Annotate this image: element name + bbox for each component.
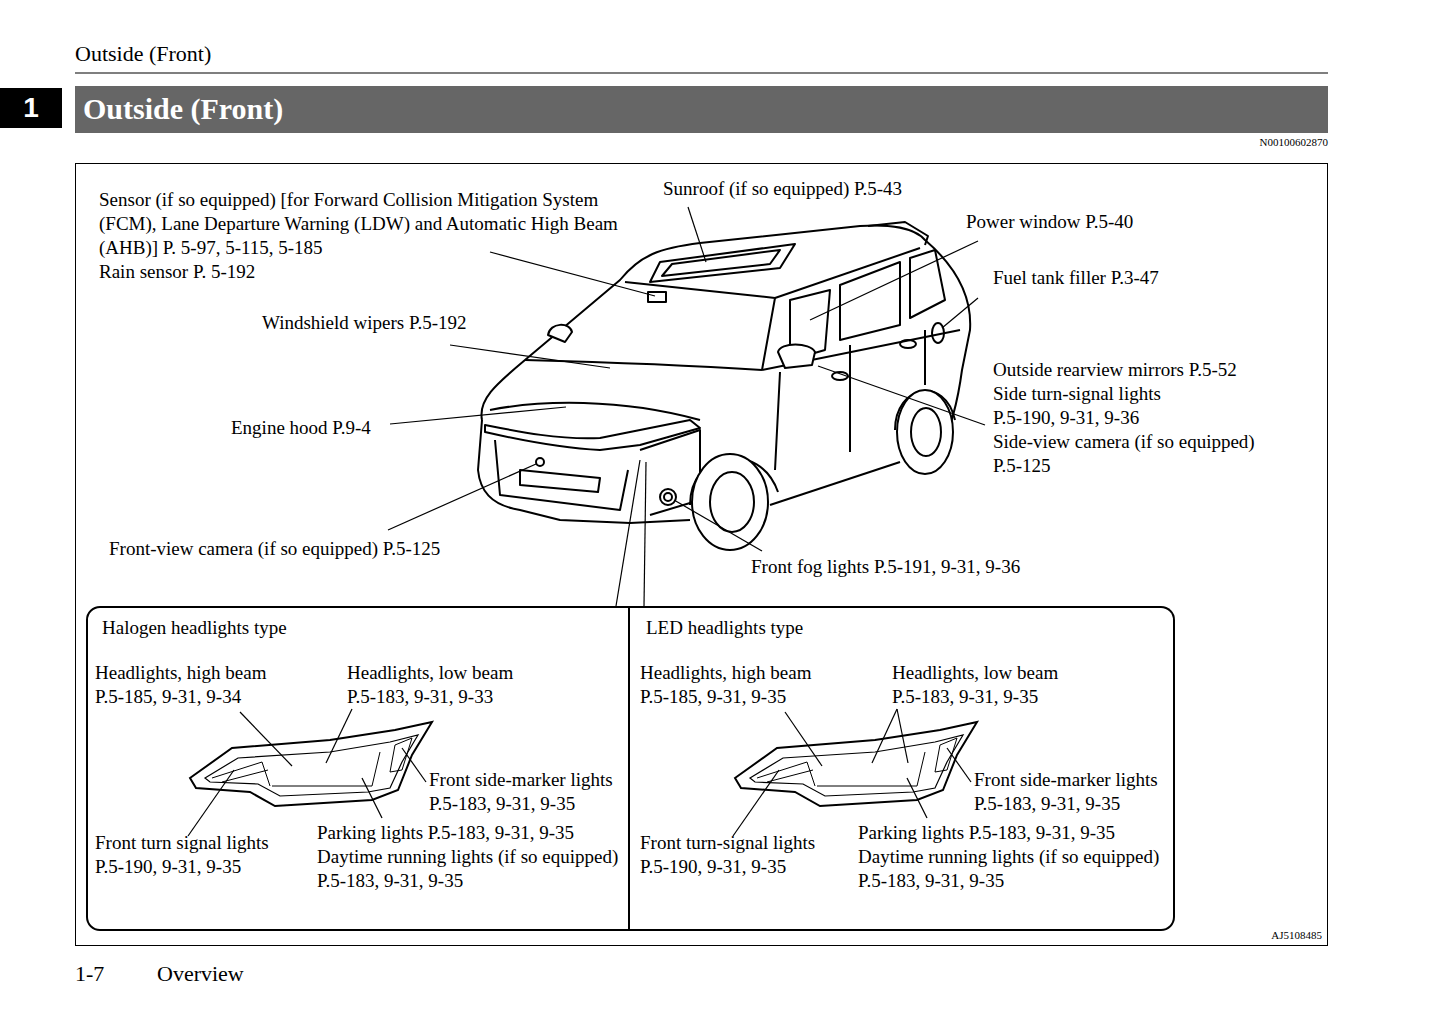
part-label: Sensor (if so equipped) [for Forward Col… (99, 188, 633, 260)
chapter-tab (0, 88, 62, 128)
part-label: Daytime running lights (if so equipped) … (317, 845, 629, 893)
part-label: Power window P.5-40 (966, 210, 1133, 234)
running-header: Outside (Front) (75, 41, 211, 67)
part-label: Sunroof (if so equipped) P.5-43 (663, 177, 902, 201)
page-number: 1-7 (75, 961, 104, 987)
figure-code: AJ5108485 (1122, 929, 1322, 942)
chapter-number: 1 (0, 90, 62, 126)
part-label: Side turn-signal lights P.5-190, 9-31, 9… (993, 382, 1183, 430)
header-rule (75, 72, 1328, 73)
part-label: Engine hood P.9-4 (231, 416, 371, 440)
part-label: Front fog lights P.5-191, 9-31, 9-36 (751, 555, 1020, 579)
part-label: Headlights, high beam P.5-185, 9-31, 9-3… (95, 661, 285, 709)
part-label: Daytime running lights (if so equipped) … (858, 845, 1170, 893)
document-code: N00100602870 (1128, 136, 1328, 149)
led-headlamp (735, 722, 977, 806)
leader-lines (388, 207, 985, 606)
part-label: Front turn signal lights P.5-190, 9-31, … (95, 831, 285, 879)
part-label: Headlights, low beam P.5-183, 9-31, 9-33 (347, 661, 532, 709)
part-label: Outside rearview mirrors P.5-52 (993, 358, 1237, 382)
section-title: Outside (Front) (83, 91, 283, 127)
panel-heading: LED headlights type (646, 616, 803, 640)
halogen-headlamp (190, 722, 432, 806)
car-drawing (478, 222, 970, 550)
part-label: Front turn-signal lights P.5-190, 9-31, … (640, 831, 830, 879)
part-label: Headlights, high beam P.5-185, 9-31, 9-3… (640, 661, 830, 709)
part-label: Parking lights P.5-183, 9-31, 9-35 (858, 821, 1115, 845)
part-label: Rain sensor P. 5-192 (99, 260, 255, 284)
part-label: Parking lights P.5-183, 9-31, 9-35 (317, 821, 574, 845)
panel-heading: Halogen headlights type (102, 616, 287, 640)
part-label: Front side-marker lights P.5-183, 9-31, … (429, 768, 627, 816)
title-band (75, 86, 1328, 133)
part-label: Front side-marker lights P.5-183, 9-31, … (974, 768, 1172, 816)
part-label: Front-view camera (if so equipped) P.5-1… (109, 537, 440, 561)
lamp-leaders (188, 709, 971, 836)
part-label: Windshield wipers P.5-192 (262, 311, 467, 335)
section-name: Overview (157, 961, 244, 987)
part-label: Headlights, low beam P.5-183, 9-31, 9-35 (892, 661, 1077, 709)
frame (76, 164, 1328, 946)
part-label: Fuel tank filler P.3-47 (993, 266, 1159, 290)
part-label: Side-view camera (if so equipped) P.5-12… (993, 430, 1278, 478)
